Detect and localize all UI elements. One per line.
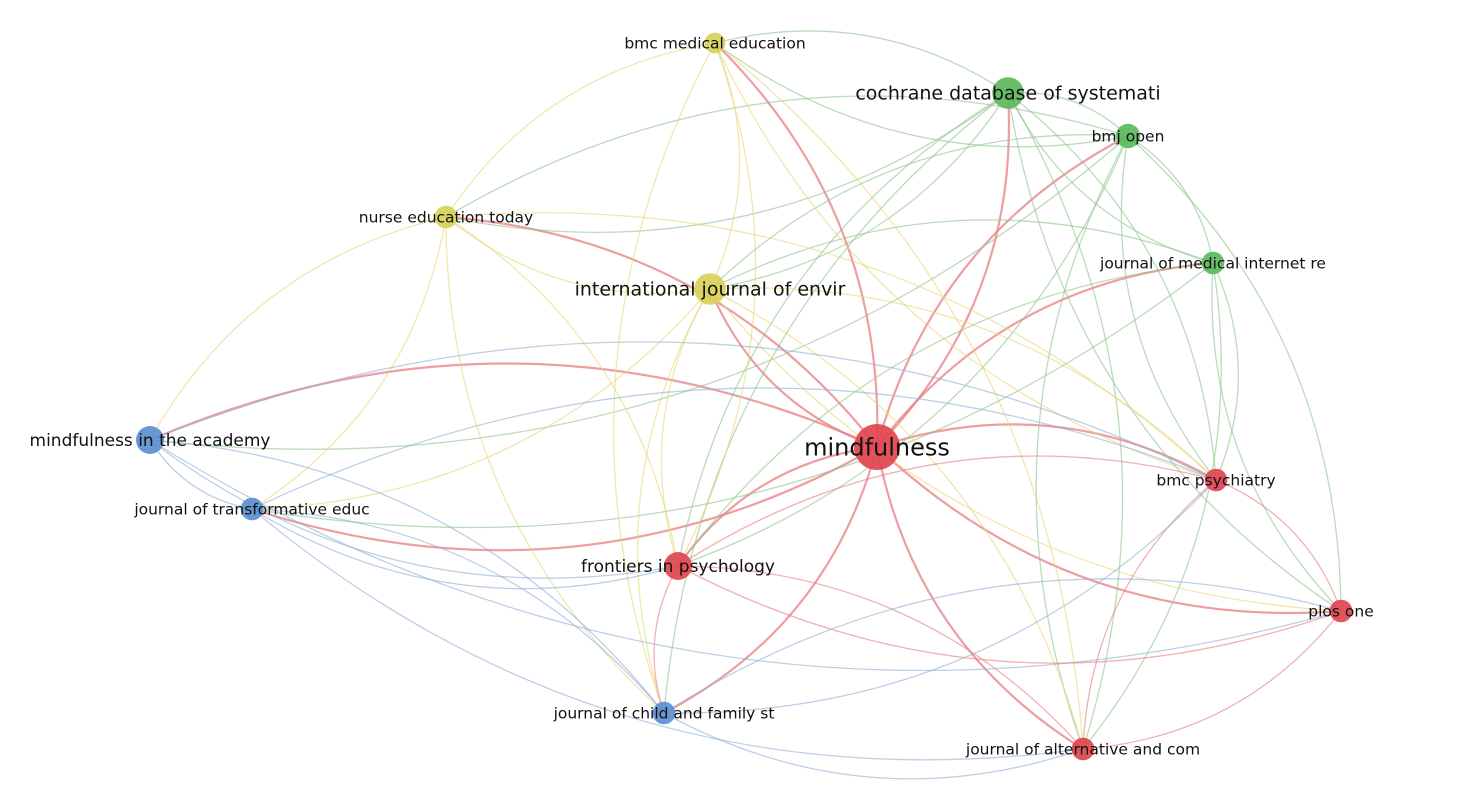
node-bmcmed[interactable] [704, 32, 726, 54]
edge-cochrane-intljenv [709, 92, 1009, 290]
edge-bmjopen-academy [149, 135, 1129, 450]
node-label-cochrane[interactable]: cochrane database of systemati [855, 83, 1160, 105]
edge-nurseedu-academy [149, 216, 447, 441]
edge-bmcmed-nurseedu [445, 42, 716, 218]
edge-academy-frontiers [149, 439, 679, 579]
edge-academy-plosone [149, 439, 1342, 672]
edge-jmir-frontiers [677, 262, 1214, 567]
node-label-nurseedu[interactable]: nurse education today [359, 208, 533, 226]
edge-academy-childfam [149, 439, 665, 714]
edge-frontiers-plosone [677, 565, 1342, 664]
edge-jmir-altcom [1082, 262, 1222, 750]
node-bmjopen[interactable] [1115, 123, 1141, 149]
edge-cochrane-bmcmed [714, 30, 1009, 94]
edge-plosone-altcom [1082, 610, 1342, 750]
edge-mindfulness-bmcmed [714, 42, 879, 448]
edge-transf-altcom [251, 508, 1084, 761]
edge-intljenv-bmcpsy [709, 287, 1217, 481]
node-altcom[interactable] [1071, 737, 1095, 761]
node-label-mindfulness[interactable]: mindfulness [804, 433, 950, 461]
edge-cochrane-plosone [1007, 92, 1342, 612]
labels-layer: mindfulness cochrane database of systemat… [30, 34, 1374, 758]
edge-academy-bmcpsy [149, 341, 1217, 481]
edge-nurseedu-frontiers [445, 216, 679, 567]
edge-jmir-intljenv [709, 219, 1214, 290]
node-label-frontiers[interactable]: frontiers in psychology [581, 557, 775, 577]
edge-mindfulness-plosone [876, 446, 1342, 615]
node-label-jmir[interactable]: journal of medical internet re [1099, 254, 1326, 272]
node-label-bmcpsy[interactable]: bmc psychiatry [1156, 471, 1275, 489]
edge-bmjopen-frontiers [677, 135, 1129, 567]
edge-frontiers-childfam [653, 565, 679, 714]
edge-mindfulness-bmjopen [875, 135, 1129, 448]
edge-nurseedu-childfam [445, 216, 665, 714]
node-academy[interactable] [136, 426, 164, 454]
edge-bmjopen-bmcmed [714, 42, 1129, 148]
node-frontiers[interactable] [664, 552, 692, 580]
edge-mindfulness-transf [251, 446, 878, 552]
edge-bmcmed-altcom [714, 42, 1084, 750]
edge-cochrane-frontiers [677, 92, 1009, 567]
edge-mindfulness-nurseedu [445, 215, 878, 448]
node-label-intljenv[interactable]: international journal of envir [575, 279, 846, 301]
node-label-childfam[interactable]: journal of child and family st [553, 704, 775, 722]
edge-childfam-altcom [663, 712, 1084, 780]
edge-intljenv-childfam [636, 288, 711, 714]
edge-bmjopen-nurseedu [445, 95, 1129, 218]
edge-bmcmed-bmcpsy [714, 42, 1217, 481]
edge-bmcmed-frontiers [677, 42, 757, 567]
edge-intljenv-transf [251, 288, 711, 510]
edge-transf-frontiers [251, 508, 679, 590]
edge-bmcmed-childfam [612, 42, 716, 714]
node-label-altcom[interactable]: journal of alternative and com [965, 740, 1200, 758]
node-bmcpsy[interactable] [1204, 468, 1228, 492]
edge-bmjopen-jmir [1127, 135, 1214, 264]
edge-intljenv-nurseedu [445, 216, 711, 294]
node-jmir[interactable] [1201, 251, 1225, 275]
edge-bmcpsy-altcom [1082, 479, 1217, 750]
edge-cochrane-childfam [663, 92, 1009, 714]
node-cochrane[interactable] [992, 77, 1024, 109]
edge-bmcpsy-plosone [1215, 479, 1342, 612]
edge-mindfulness-academy [149, 362, 878, 449]
node-plosone[interactable] [1329, 599, 1353, 623]
edge-bmjopen-plosone [1127, 135, 1342, 612]
node-nurseedu[interactable] [434, 205, 458, 229]
edge-transf-bmcpsy [251, 387, 1217, 510]
node-mindfulness[interactable] [854, 424, 900, 470]
node-label-academy[interactable]: mindfulness in the academy [30, 431, 271, 451]
edge-jmir-transf [251, 262, 1214, 529]
edges-layer [149, 30, 1342, 780]
edge-frontiers-altcom [677, 565, 1084, 750]
edge-bmjopen-intljenv [709, 134, 1129, 290]
node-transf[interactable] [240, 497, 264, 521]
edge-bmjopen-bmcpsy [1120, 135, 1217, 481]
edge-transf-childfam [251, 508, 665, 714]
edge-cochrane-altcom [1007, 92, 1124, 750]
node-label-transf[interactable]: journal of transformative educ [133, 500, 369, 518]
edge-intljenv-plosone [709, 288, 1342, 612]
node-label-bmcmed[interactable]: bmc medical education [624, 34, 805, 52]
edge-nurseedu-transf [251, 216, 447, 510]
node-label-bmjopen[interactable]: bmj open [1092, 127, 1165, 145]
edge-jmir-bmcpsy [1212, 262, 1240, 481]
node-childfam[interactable] [652, 701, 676, 725]
edge-intljenv-bmcmed [709, 42, 741, 290]
edge-mindfulness-altcom [875, 446, 1084, 750]
edge-jmir-plosone [1211, 262, 1342, 612]
edge-mindfulness-childfam [663, 446, 879, 714]
node-label-plosone[interactable]: plos one [1308, 602, 1373, 620]
edge-frontiers-bmcpsy [677, 455, 1217, 567]
nodes-layer [136, 32, 1353, 761]
edge-academy-transf [149, 439, 253, 510]
edge-nurseedu-bmcpsy [445, 212, 1217, 481]
node-intljenv[interactable] [694, 273, 726, 305]
edge-mindfulness-bmcpsy [876, 423, 1217, 481]
edge-childfam-bmcpsy [663, 479, 1217, 714]
edge-bmjopen-altcom [1035, 135, 1129, 750]
edge-childfam-plosone [663, 578, 1342, 714]
